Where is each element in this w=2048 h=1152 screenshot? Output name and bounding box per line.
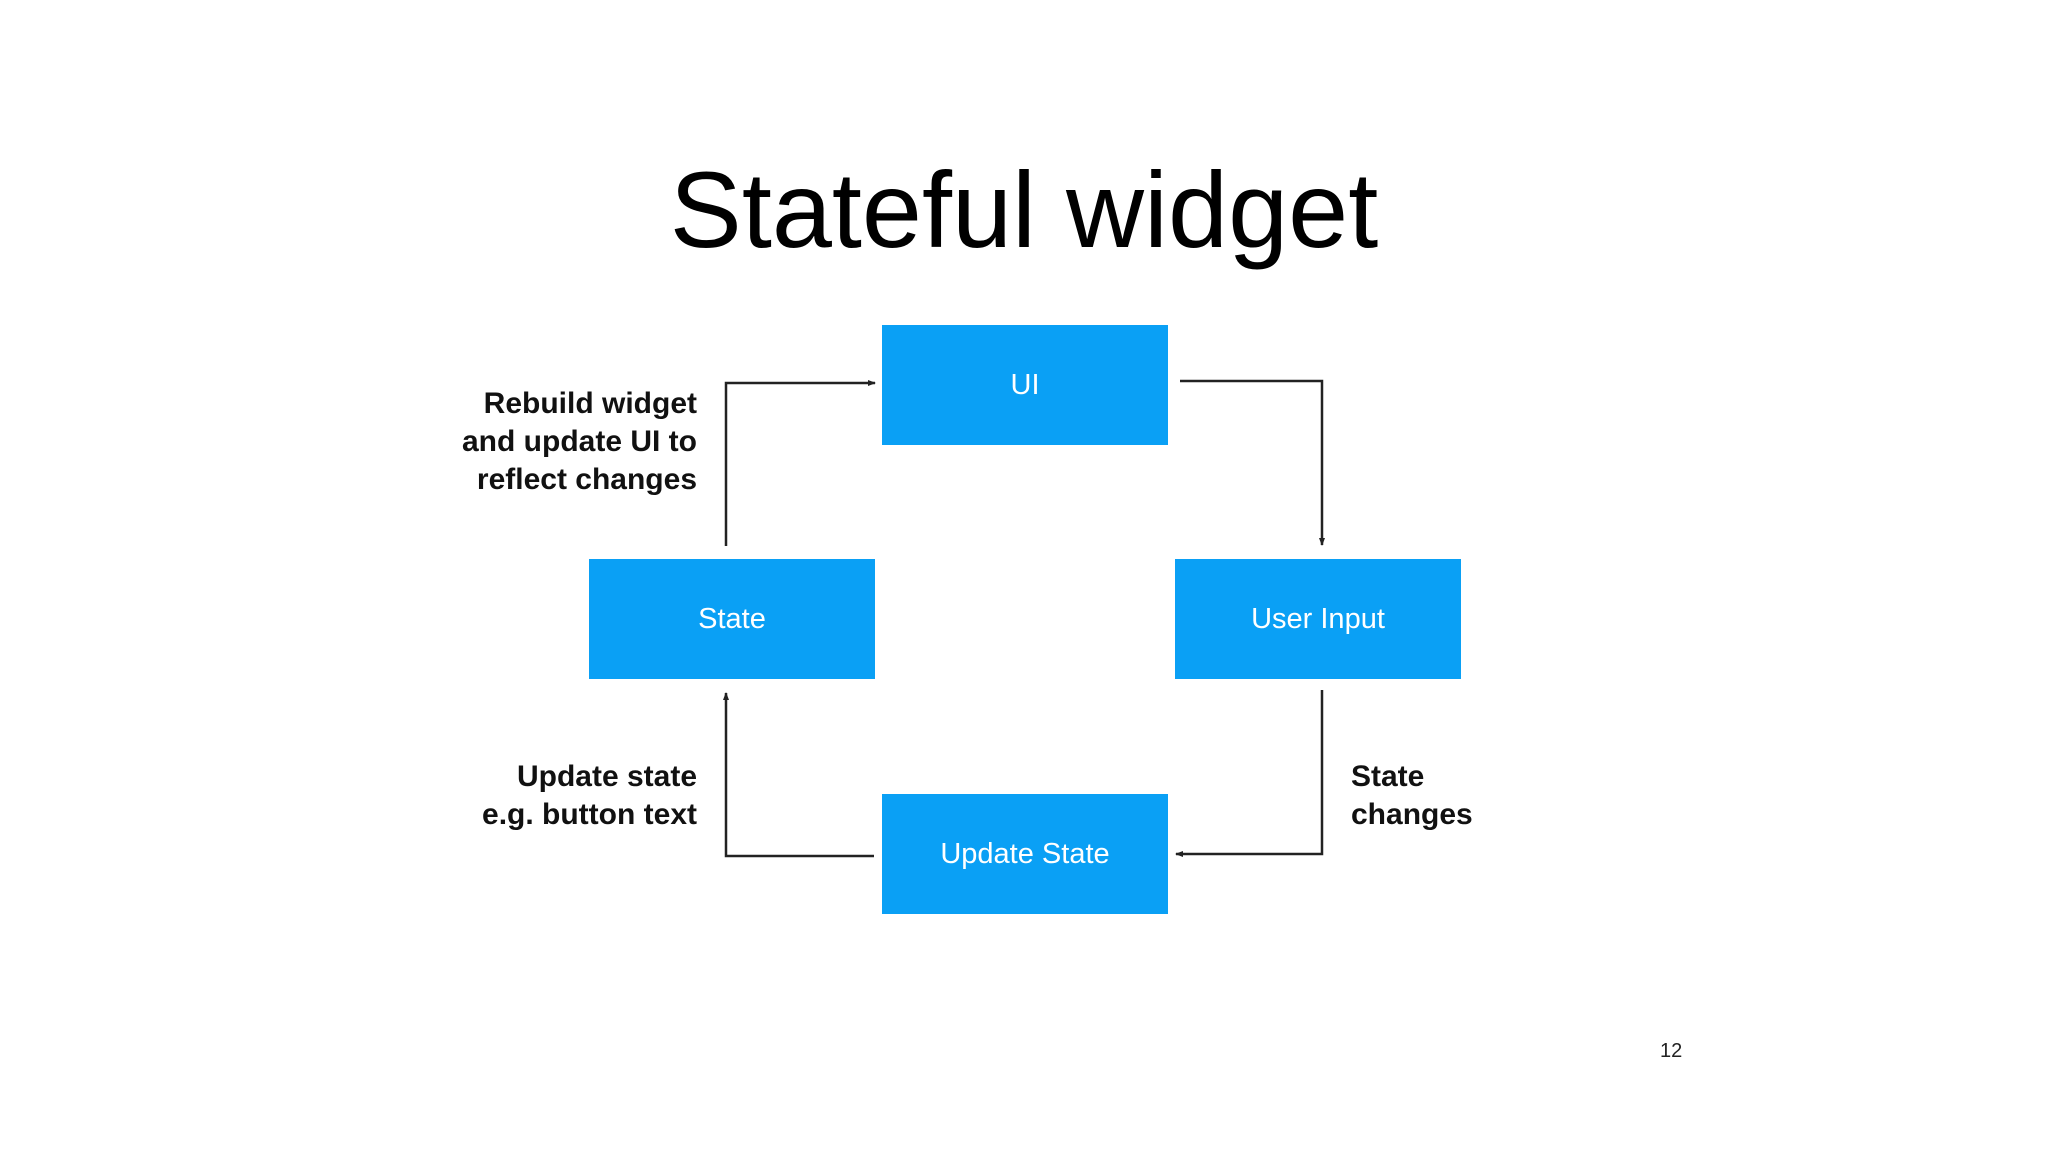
node-state-label: State xyxy=(698,602,766,635)
edge-label-update-state: Update state e.g. button text xyxy=(482,758,697,834)
edge-label-line: and update UI to xyxy=(462,425,697,458)
node-user-input-label: User Input xyxy=(1251,602,1385,635)
edge-label-line: Rebuild widget xyxy=(483,387,697,420)
page-number: 12 xyxy=(1660,1040,1683,1062)
node-state: State xyxy=(589,559,875,679)
edge-label-line: changes xyxy=(1351,798,1473,831)
node-update-state: Update State xyxy=(882,794,1168,914)
node-ui: UI xyxy=(882,325,1168,445)
edge-label-state-changes: State changes xyxy=(1351,758,1473,834)
edge-label-rebuild: Rebuild widget and update UI to reflect … xyxy=(462,385,697,499)
edge-state-to-ui xyxy=(724,380,876,546)
node-update-state-label: Update State xyxy=(940,837,1110,870)
slide-title: Stateful widget xyxy=(669,149,1379,270)
edge-label-line: e.g. button text xyxy=(482,798,697,831)
node-user-input: User Input xyxy=(1175,559,1461,679)
edge-user-input-to-update-state xyxy=(1175,690,1324,857)
edge-label-line: reflect changes xyxy=(476,463,697,496)
edge-label-line: Update state xyxy=(516,760,697,793)
edge-update-state-to-state xyxy=(723,692,874,858)
node-ui-label: UI xyxy=(1010,368,1040,401)
edge-ui-to-user-input xyxy=(1180,379,1325,546)
edge-label-line: State xyxy=(1351,760,1425,793)
